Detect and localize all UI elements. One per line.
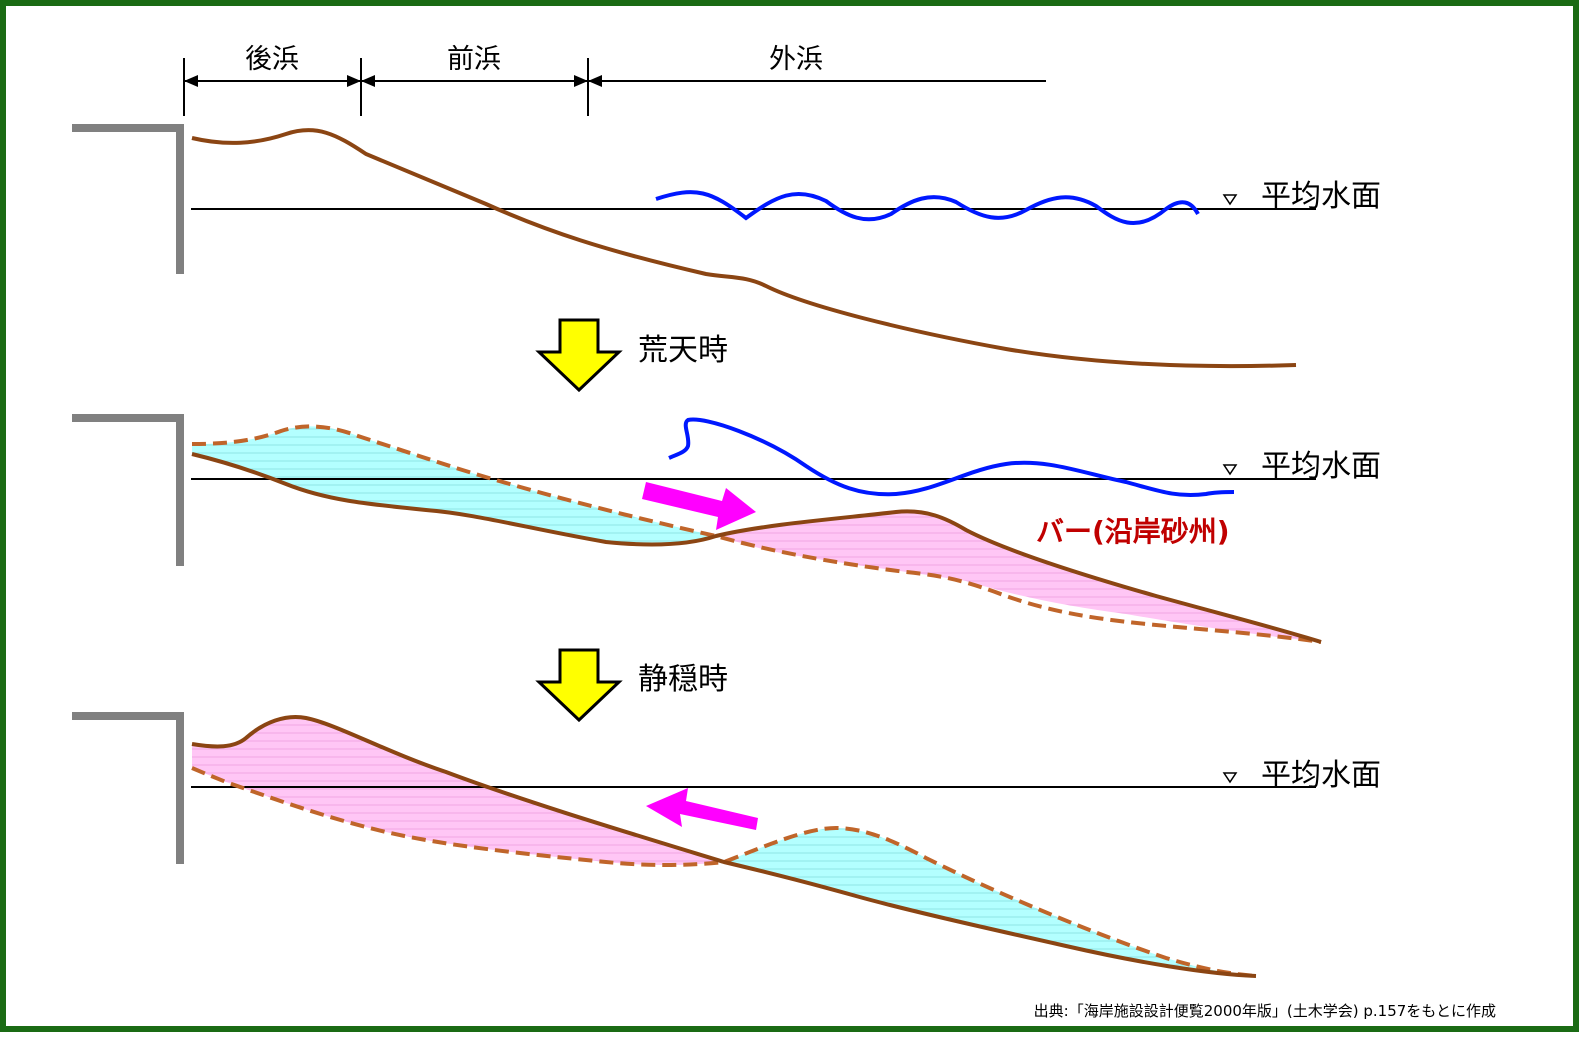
beach-profile [191,128,1297,369]
water-level-marker-2 [1222,464,1238,476]
panel-calm [72,712,1316,978]
onshore-transport-arrow [646,788,758,830]
seawall [72,712,184,864]
water-level-marker-1 [1222,194,1238,206]
source-citation: 出典:「海岸施設設計便覧2000年版」(土木学会) p.157をもとに作成 [1034,1002,1496,1020]
mean-water-level-label-1: 平均水面 [1261,179,1381,214]
zone-dimension-lines [183,58,1046,116]
stormy-label: 荒天時 [638,333,728,368]
zone-label-foreshore: 前浜 [447,44,501,75]
beach-profile-diagram: 後浜 前浜 外浜 平均水面 荒天時 平均水面 バー(沿岸砂州) [72,44,1496,1020]
deposited-area [192,716,724,865]
down-arrow-stormy [535,318,623,393]
storm-profile [191,452,1322,644]
water-level-marker-3 [1222,772,1238,784]
offshore-transport-arrow [642,482,756,530]
mean-water-level-label-3: 平均水面 [1261,758,1381,793]
bar-label: バー(沿岸砂州) [1036,515,1230,548]
previous-profile-dashed [191,766,1257,978]
seawall [72,414,184,566]
zone-label-offshore: 外浜 [769,44,823,75]
calm-profile [191,715,1257,978]
seawall [72,124,184,274]
wave [655,190,1200,226]
calm-label: 静穏時 [638,662,728,697]
zone-label-backshore: 後浜 [245,44,299,75]
breaking-wave [668,417,1235,498]
panel-stormy [72,414,1322,644]
down-arrow-calm [535,648,623,723]
panel-normal [72,124,1316,369]
eroded-area [192,426,716,545]
mean-water-level-label-2: 平均水面 [1261,449,1381,484]
eroded-area [724,828,1256,976]
deposited-area [716,511,1321,642]
